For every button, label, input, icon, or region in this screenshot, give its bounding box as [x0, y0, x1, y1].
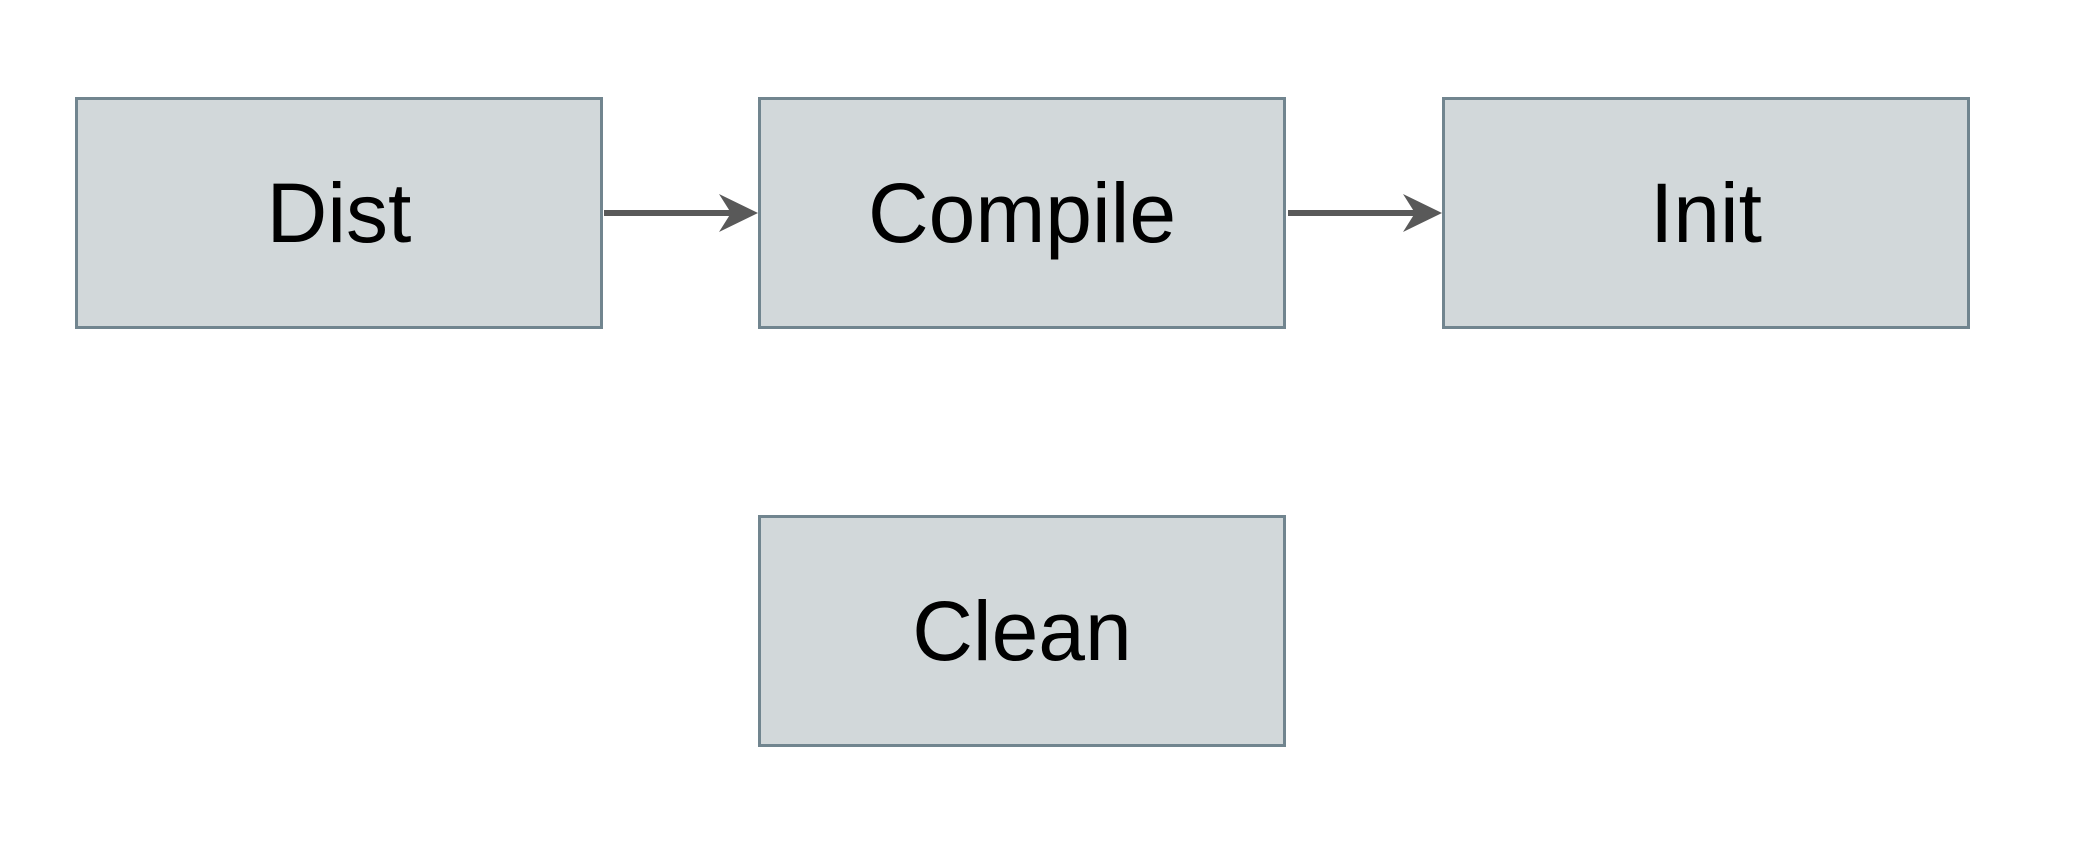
arrow-head-icon: [719, 194, 758, 232]
arrow-compile-to-init: [1288, 194, 1442, 232]
arrow-head-icon: [1403, 194, 1442, 232]
node-label: Clean: [912, 584, 1132, 678]
arrow-dist-to-compile: [604, 194, 758, 232]
node-dist: Dist: [75, 97, 603, 329]
node-init: Init: [1442, 97, 1970, 329]
node-clean: Clean: [758, 515, 1286, 747]
node-label: Init: [1649, 166, 1763, 260]
node-compile: Compile: [758, 97, 1286, 329]
node-label: Compile: [867, 166, 1177, 260]
node-label: Dist: [266, 166, 412, 260]
